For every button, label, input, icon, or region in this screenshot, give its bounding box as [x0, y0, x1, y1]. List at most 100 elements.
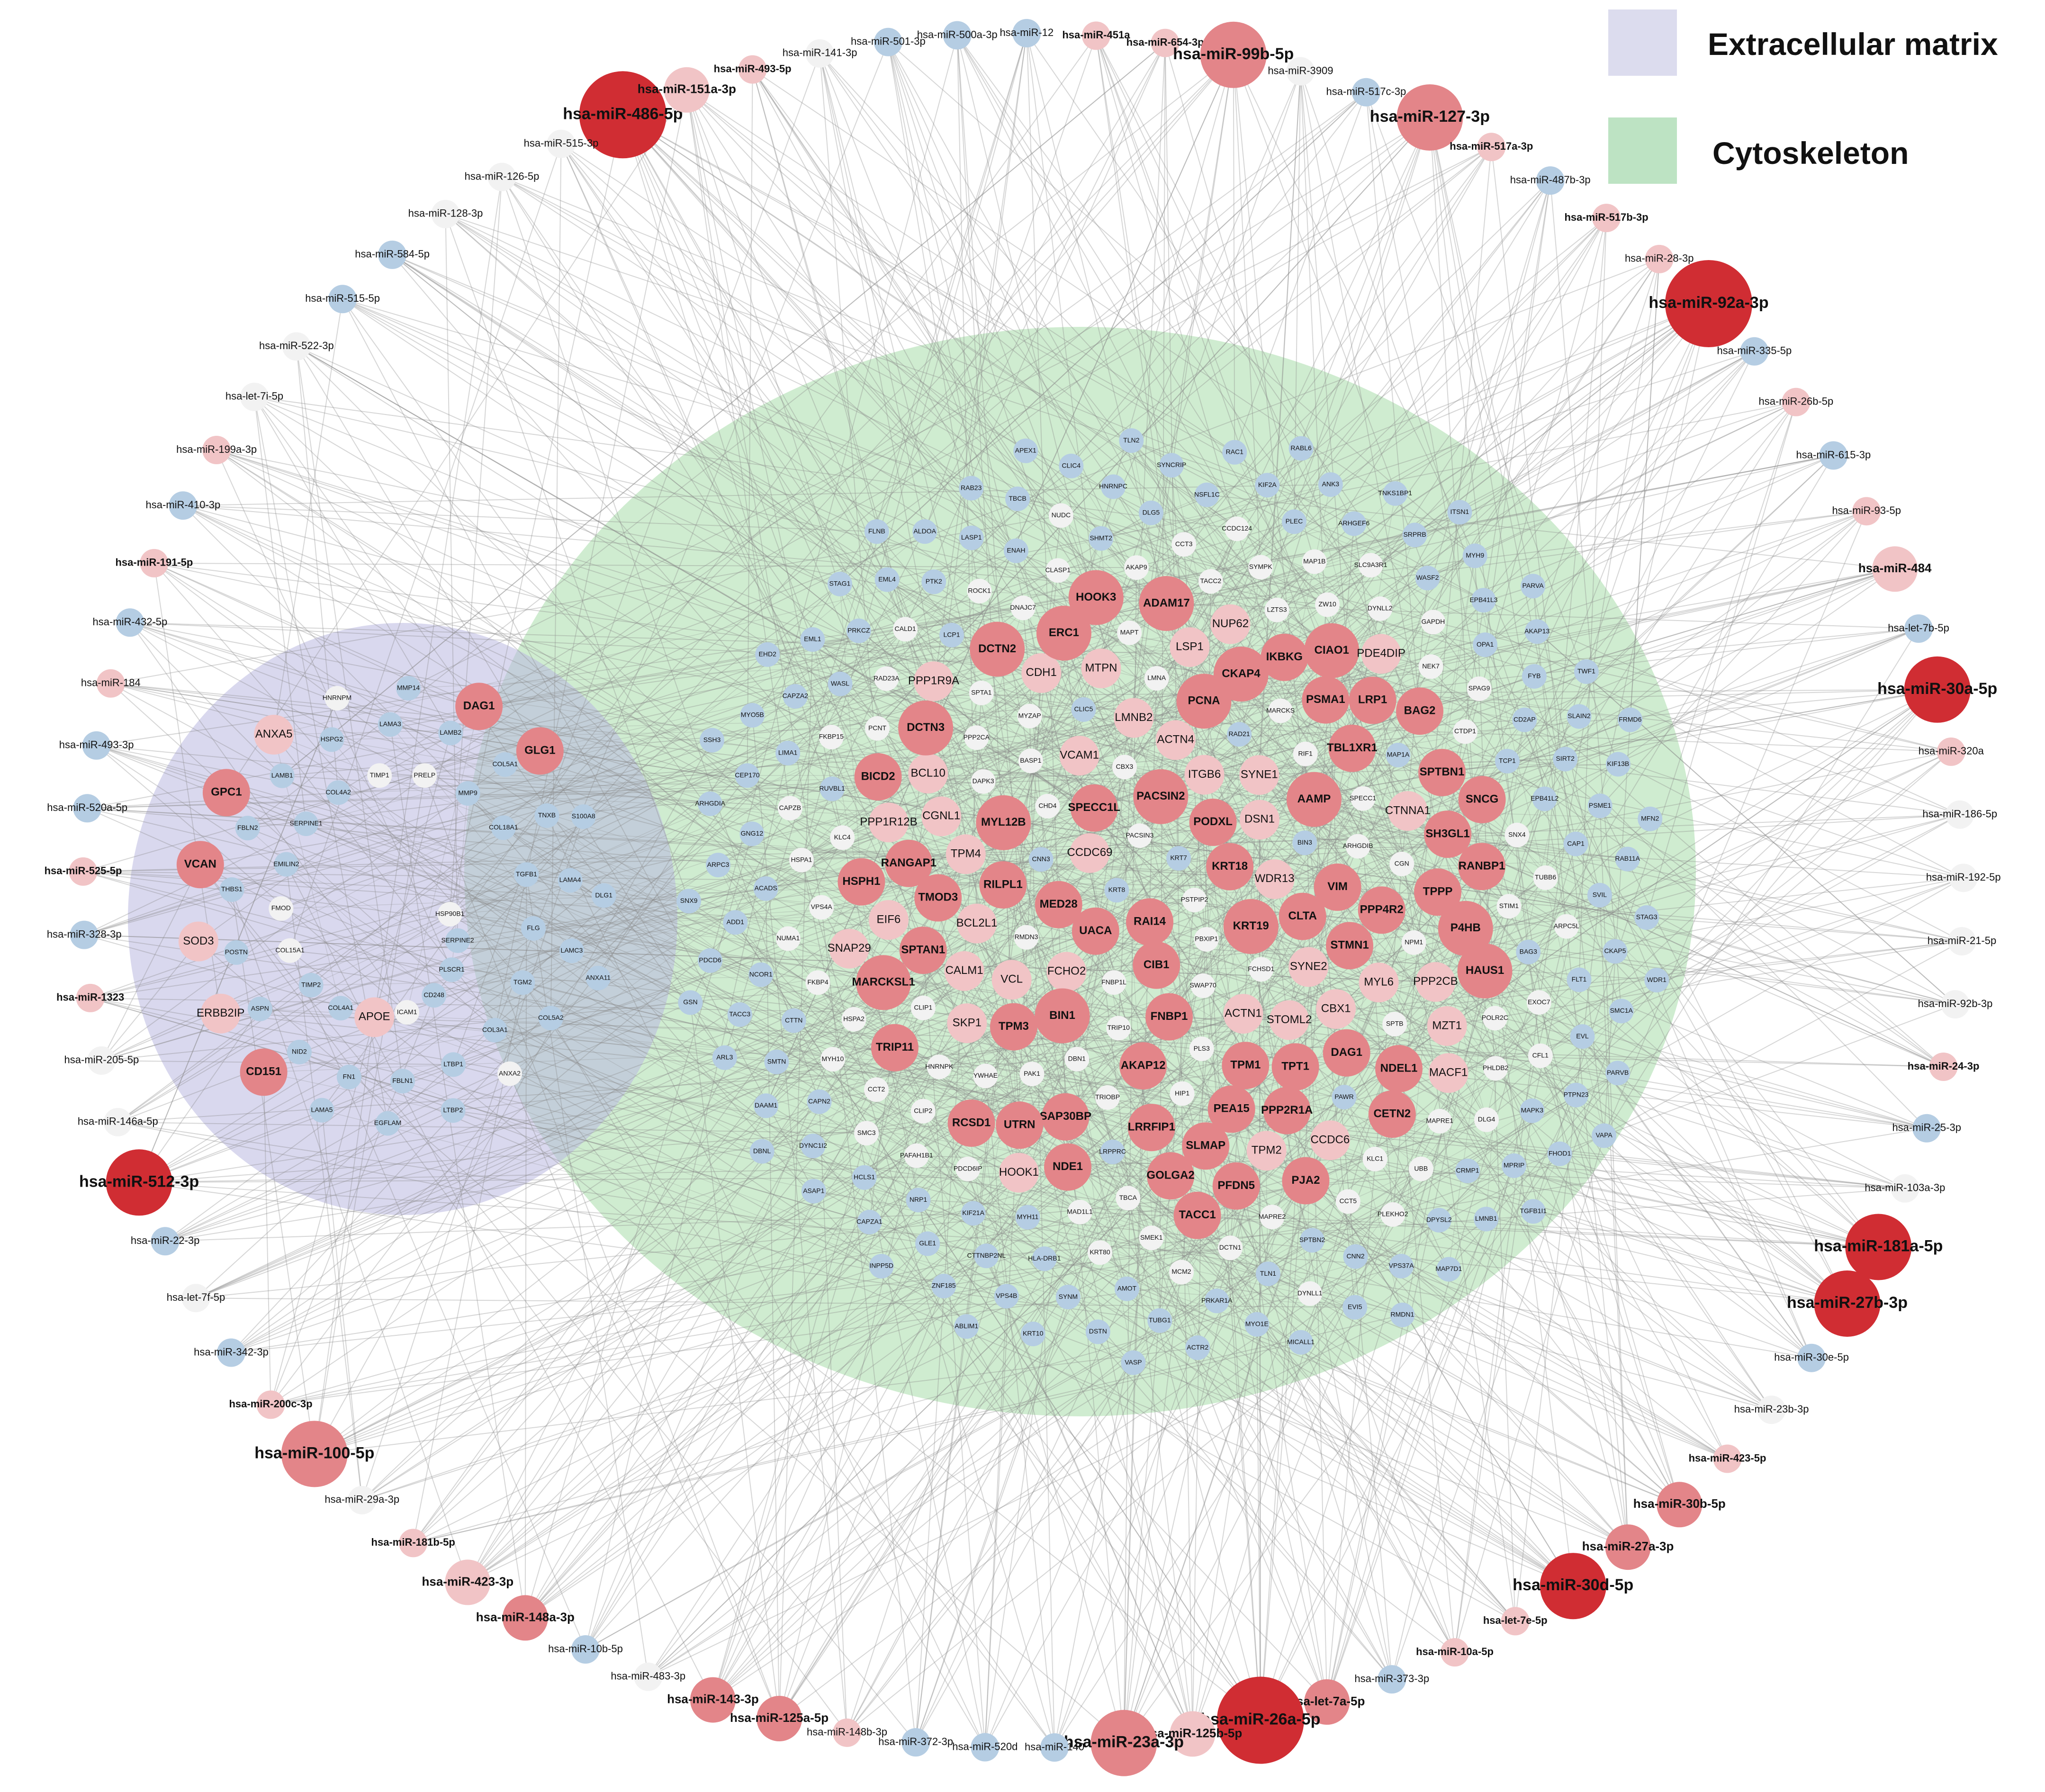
gene-node-sh3gl1[interactable]: SH3GL1: [1424, 810, 1472, 858]
gene-node-mad1l1[interactable]: MAD1L1: [1067, 1199, 1093, 1225]
mirna-node-hsa-mir-92a-3p[interactable]: hsa-miR-92a-3p: [1649, 260, 1769, 347]
gene-node-snx9[interactable]: SNX9: [676, 889, 702, 914]
gene-node-hook3[interactable]: HOOK3: [1068, 570, 1124, 625]
gene-node-uaca[interactable]: UACA: [1072, 907, 1119, 955]
gene-node-daam1[interactable]: DAAM1: [754, 1093, 779, 1118]
gene-node-bin1[interactable]: BIN1: [1035, 988, 1090, 1044]
mirna-node-hsa-mir-423-5p[interactable]: hsa-miR-423-5p: [1689, 1444, 1766, 1473]
gene-node-ssh3[interactable]: SSH3: [700, 728, 724, 753]
gene-node-rock1[interactable]: ROCK1: [967, 578, 992, 603]
gene-node-fbln2[interactable]: FBLN2: [235, 816, 260, 841]
gene-node-emilin2[interactable]: EMILIN2: [273, 852, 299, 877]
gene-node-wdr13[interactable]: WDR13: [1255, 859, 1295, 899]
gene-node-lasp1[interactable]: LASP1: [959, 525, 984, 550]
mirna-node-hsa-mir-423-3p[interactable]: hsa-miR-423-3p: [422, 1559, 514, 1605]
gene-node-clasp1[interactable]: CLASP1: [1045, 558, 1071, 583]
mirna-node-hsa-mir-21-5p[interactable]: hsa-miR-21-5p: [1928, 927, 1997, 955]
gene-node-mfn2[interactable]: MFN2: [1638, 806, 1663, 831]
gene-node-gapdh[interactable]: GAPDH: [1421, 610, 1446, 635]
gene-node-ckap4[interactable]: CKAP4: [1213, 647, 1269, 702]
gene-node-crmp1[interactable]: CRMP1: [1455, 1158, 1480, 1183]
gene-node-tln1[interactable]: TLN1: [1255, 1261, 1280, 1287]
gene-node-zw10[interactable]: ZW10: [1315, 592, 1340, 617]
mirna-node-hsa-mir-517c-3p[interactable]: hsa-miR-517c-3p: [1326, 78, 1406, 107]
mirna-node-hsa-mir-584-5p[interactable]: hsa-miR-584-5p: [355, 240, 430, 269]
gene-node-hnrnpk[interactable]: HNRNPK: [925, 1054, 954, 1080]
gene-node-tgfb1[interactable]: TGFB1: [514, 862, 539, 887]
mirna-node-hsa-mir-3909[interactable]: hsa-miR-3909: [1268, 57, 1333, 86]
gene-node-ppp2r1a[interactable]: PPP2R1A: [1261, 1087, 1313, 1135]
gene-node-pawr[interactable]: PAWR: [1332, 1085, 1357, 1110]
gene-node-rai14[interactable]: RAI14: [1126, 898, 1173, 946]
gene-node-actr2[interactable]: ACTR2: [1185, 1335, 1210, 1360]
gene-node-dapk3[interactable]: DAPK3: [971, 769, 996, 794]
mirna-node-hsa-mir-328-3p[interactable]: hsa-miR-328-3p: [47, 920, 122, 949]
gene-node-pak1[interactable]: PAK1: [1019, 1062, 1045, 1087]
gene-node-dsn1[interactable]: DSN1: [1240, 800, 1279, 840]
gene-node-arhgef6[interactable]: ARHGEF6: [1338, 511, 1369, 536]
gene-node-prkar1a[interactable]: PRKAR1A: [1201, 1288, 1233, 1314]
gene-node-bcl2l1[interactable]: BCL2L1: [956, 903, 998, 944]
gene-node-kif2a[interactable]: KIF2A: [1255, 473, 1280, 498]
gene-node-sod3[interactable]: SOD3: [178, 921, 218, 962]
mirna-node-hsa-mir-23b-3p[interactable]: hsa-miR-23b-3p: [1734, 1396, 1809, 1424]
mirna-node-hsa-mir-29a-3p[interactable]: hsa-miR-29a-3p: [324, 1486, 399, 1514]
gene-node-ccdc124[interactable]: CCDC124: [1222, 516, 1252, 541]
gene-node-bicd2[interactable]: BICD2: [854, 753, 902, 801]
gene-node-syne1[interactable]: SYNE1: [1239, 755, 1279, 795]
mirna-node-hsa-mir-100-5p[interactable]: hsa-miR-100-5p: [254, 1421, 374, 1487]
gene-node-ppp1r12b[interactable]: PPP1R12B: [860, 802, 918, 843]
gene-node-fkbp15[interactable]: FKBP15: [819, 725, 844, 749]
gene-node-timp2[interactable]: TIMP2: [298, 973, 324, 998]
mirna-node-hsa-mir-525-5p[interactable]: hsa-miR-525-5p: [45, 857, 122, 886]
gene-node-rcsd1[interactable]: RCSD1: [947, 1099, 995, 1147]
mirna-node-hsa-mir-128-3p[interactable]: hsa-miR-128-3p: [408, 199, 483, 228]
gene-node-serpine2[interactable]: SERPINE2: [441, 928, 474, 953]
gene-node-bag2[interactable]: BAG2: [1396, 687, 1443, 735]
gene-node-evi5[interactable]: EVI5: [1342, 1295, 1368, 1320]
mirna-node-hsa-mir-148a-3p[interactable]: hsa-miR-148a-3p: [476, 1595, 575, 1641]
gene-node-clta[interactable]: CLTA: [1279, 892, 1326, 940]
gene-node-dstn[interactable]: DSTN: [1085, 1319, 1110, 1344]
gene-node-myh11[interactable]: MYH11: [1015, 1205, 1040, 1230]
mirna-node-hsa-mir-483-3p[interactable]: hsa-miR-483-3p: [611, 1662, 685, 1691]
gene-node-plekho2[interactable]: PLEKHO2: [1378, 1202, 1408, 1227]
gene-node-vcam1[interactable]: VCAM1: [1059, 736, 1099, 776]
gene-node-acads[interactable]: ACADS: [753, 876, 778, 901]
gene-node-cbx3[interactable]: CBX3: [1112, 755, 1137, 780]
gene-node-fkbp4[interactable]: FKBP4: [805, 970, 830, 995]
gene-node-tmod3[interactable]: TMOD3: [914, 874, 962, 922]
gene-node-adam17[interactable]: ADAM17: [1139, 576, 1194, 631]
gene-node-hspa2[interactable]: HSPA2: [841, 1007, 866, 1032]
mirna-node-hsa-let-7a-5p[interactable]: hsa-let-7a-5p: [1289, 1679, 1365, 1725]
gene-node-smc3[interactable]: SMC3: [854, 1121, 879, 1146]
gene-node-clip1[interactable]: CLIP1: [910, 995, 936, 1020]
gene-node-dag1[interactable]: DAG1: [1323, 1029, 1370, 1077]
mirna-node-hsa-mir-515-5p[interactable]: hsa-miR-515-5p: [305, 285, 380, 314]
gene-node-trip10[interactable]: TRIP10: [1106, 1016, 1131, 1041]
gene-node-psme1[interactable]: PSME1: [1587, 793, 1613, 819]
mirna-node-hsa-mir-486-5p[interactable]: hsa-miR-486-5p: [563, 71, 683, 159]
gene-node-stag3[interactable]: STAG3: [1634, 905, 1659, 930]
gene-node-aspn[interactable]: ASPN: [247, 996, 272, 1021]
gene-node-skp1[interactable]: SKP1: [947, 1003, 987, 1044]
gene-node-rif1[interactable]: RIF1: [1293, 741, 1318, 766]
gene-node-epb41l3[interactable]: EPB41L3: [1469, 588, 1498, 613]
gene-node-ranbp1[interactable]: RANBP1: [1458, 843, 1505, 891]
mirna-node-hsa-mir-141-3p[interactable]: hsa-miR-141-3p: [783, 39, 857, 68]
gene-node-aldoa[interactable]: ALDOA: [912, 519, 937, 544]
gene-node-cct5[interactable]: CCT5: [1335, 1189, 1360, 1214]
gene-node-cgn[interactable]: CGN: [1389, 851, 1414, 876]
gene-node-mcm2[interactable]: MCM2: [1169, 1260, 1194, 1285]
gene-node-spag9[interactable]: SPAG9: [1467, 676, 1492, 701]
gene-node-evl[interactable]: EVL: [1570, 1024, 1595, 1049]
gene-node-stim1[interactable]: STIM1: [1496, 894, 1522, 919]
mirna-node-hsa-mir-10b-5p[interactable]: hsa-miR-10b-5p: [548, 1635, 623, 1664]
gene-node-fmod[interactable]: FMOD: [269, 896, 294, 921]
gene-node-arpc5l[interactable]: ARPC5L: [1554, 914, 1580, 939]
gene-node-podxl[interactable]: PODXL: [1189, 798, 1237, 846]
gene-node-krt10[interactable]: KRT10: [1020, 1322, 1045, 1346]
gene-node-frmd6[interactable]: FRMD6: [1618, 707, 1643, 732]
gene-node-myzap[interactable]: MYZAP: [1017, 703, 1042, 729]
gene-node-tubb6[interactable]: TUBB6: [1533, 865, 1558, 890]
